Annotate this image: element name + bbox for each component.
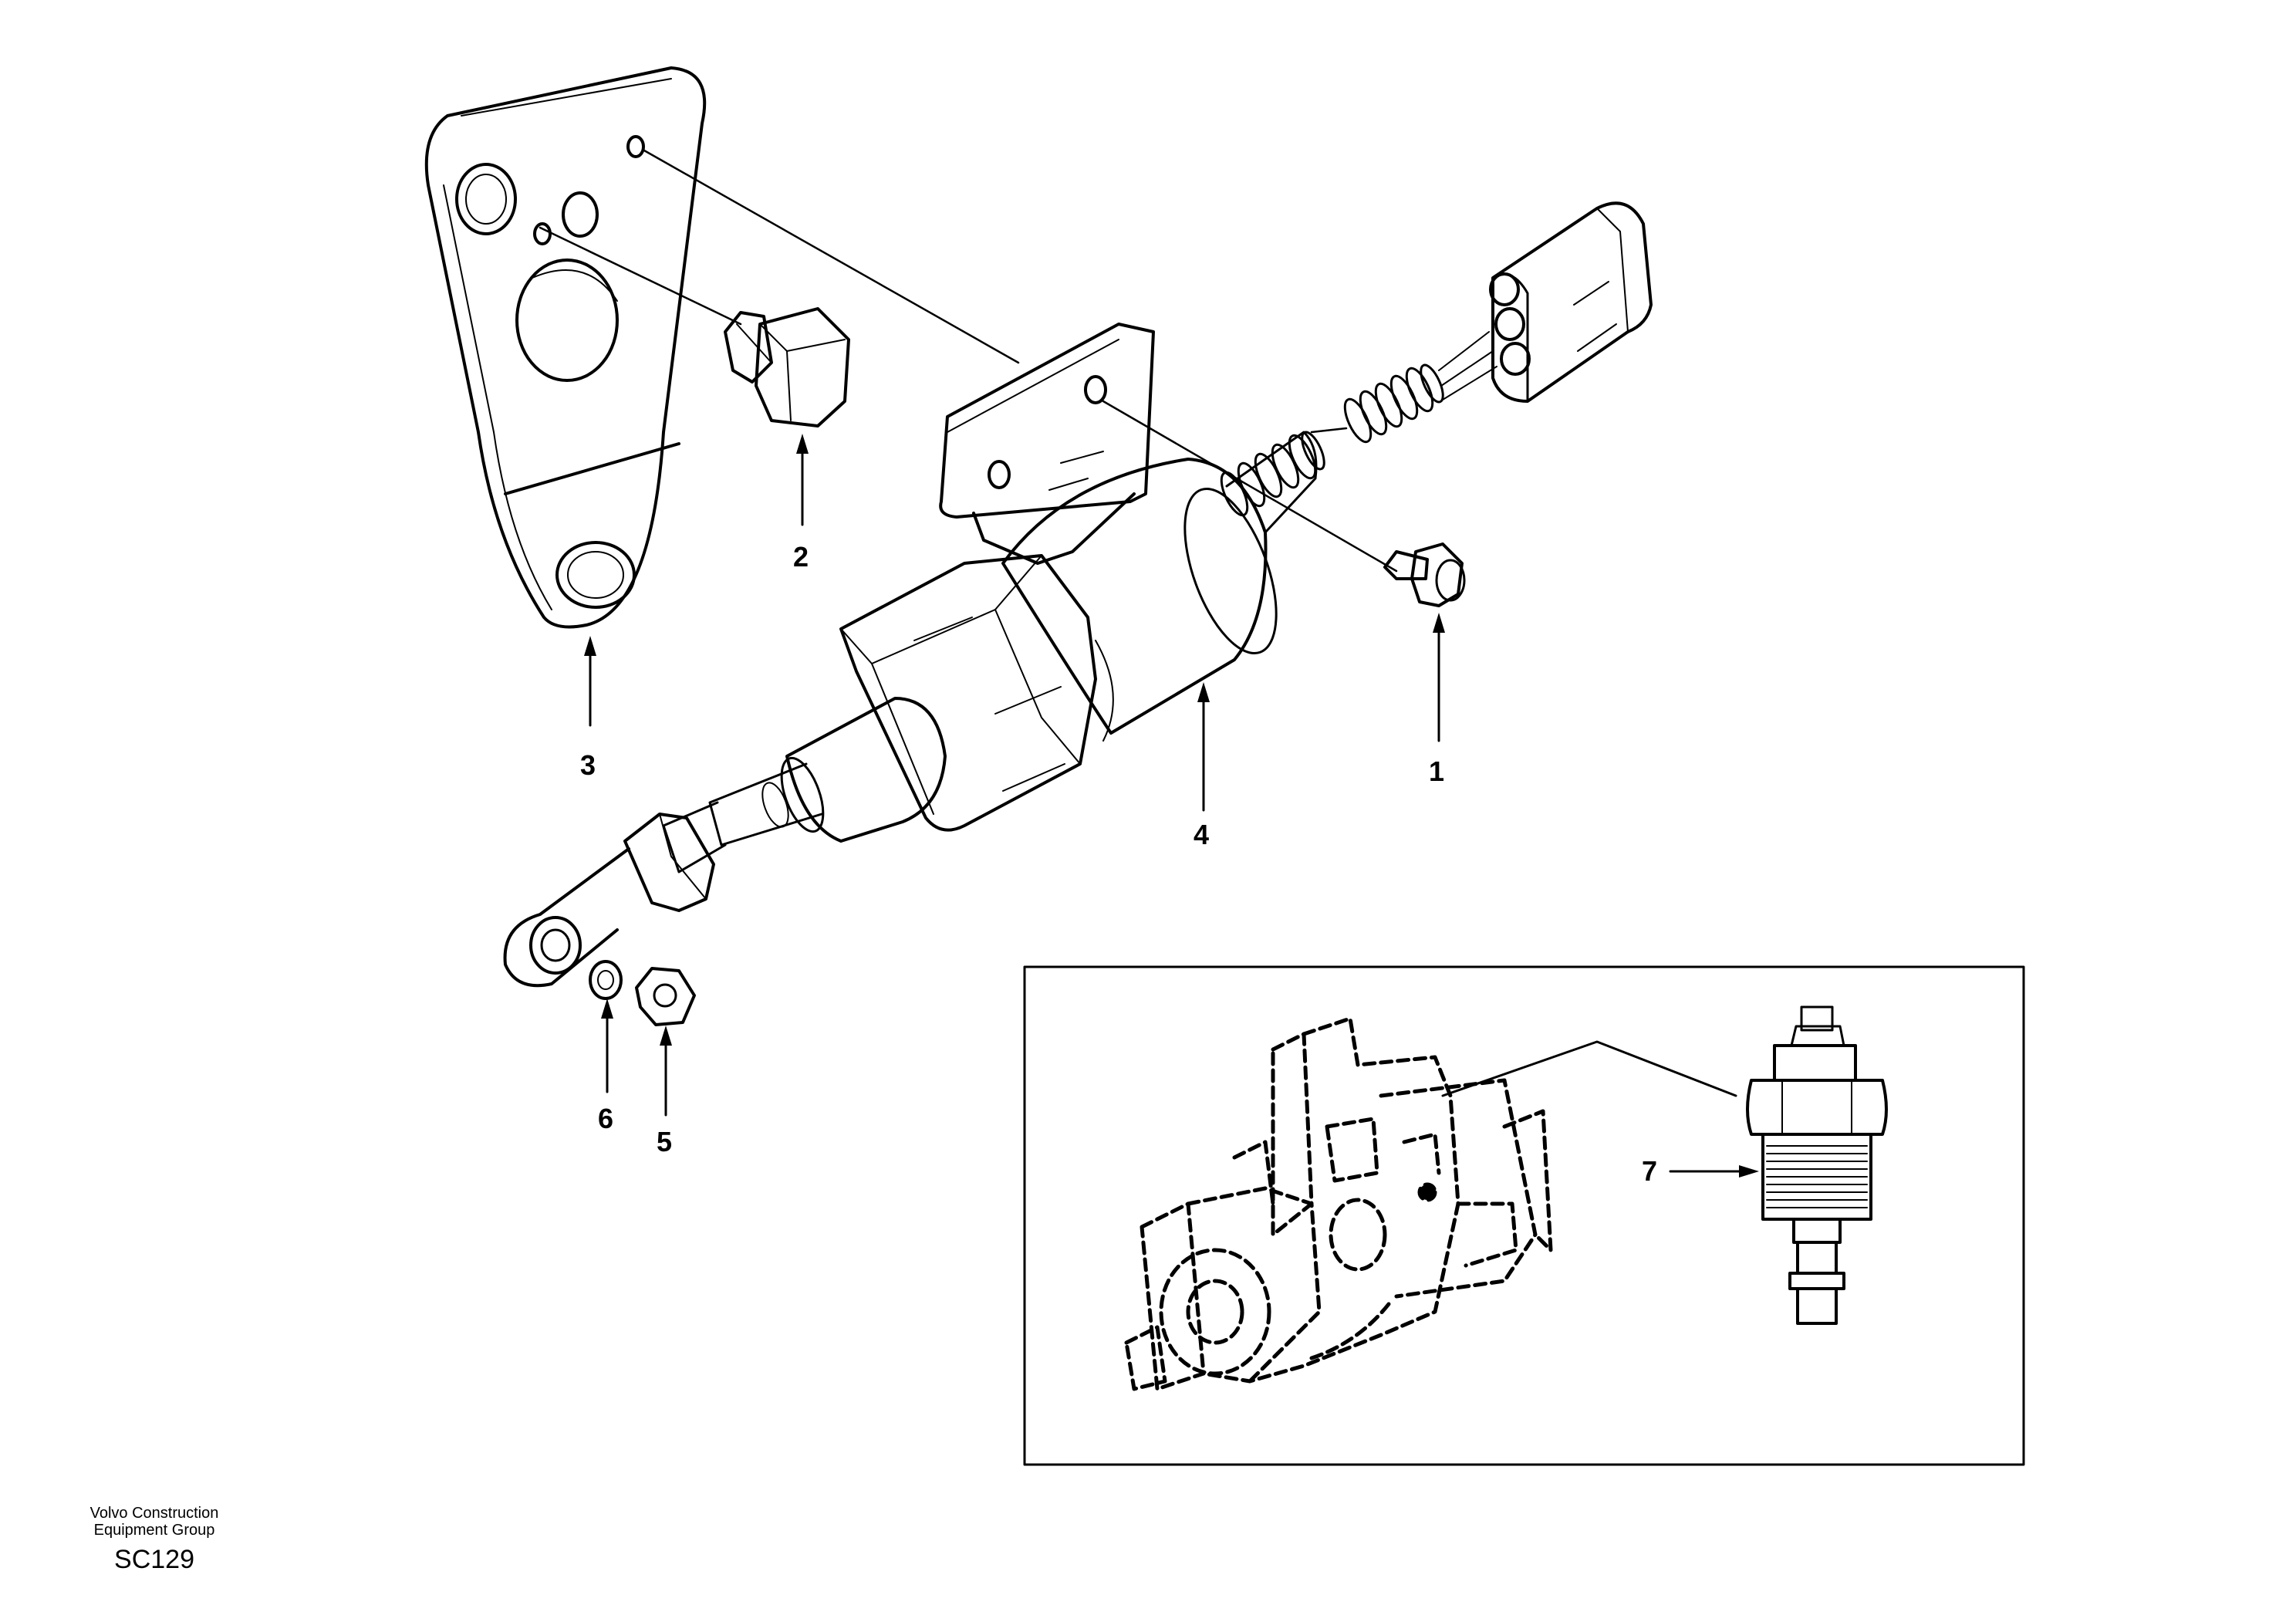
small-bolt <box>1383 542 1466 607</box>
solenoid-spring <box>1220 431 1325 517</box>
callout-2: 2 <box>793 541 809 573</box>
callout-1: 1 <box>1429 755 1445 787</box>
stop-solenoid <box>503 323 1325 988</box>
lock-nut <box>635 967 696 1026</box>
callout-5: 5 <box>657 1126 673 1157</box>
electrical-connector <box>1343 201 1653 444</box>
company-line-1: Volvo Construction <box>89 1505 219 1522</box>
callout-3: 3 <box>580 749 596 781</box>
assembly-guide-lines <box>539 149 1398 573</box>
callout-6: 6 <box>598 1103 614 1134</box>
bracket-plate <box>424 66 707 629</box>
inset-frame <box>1023 965 2025 1466</box>
callout-7: 7 <box>1642 1155 1658 1187</box>
leader-line-7 <box>1669 1165 1759 1178</box>
company-line-2: Equipment Group <box>93 1522 215 1539</box>
washer <box>589 960 623 1000</box>
company-name: Volvo Construction Equipment Group <box>31 1505 278 1539</box>
leader-lines <box>584 434 1445 1117</box>
callout-4: 4 <box>1194 819 1210 850</box>
hex-plug <box>724 307 850 427</box>
pressure-switch <box>1746 1005 1888 1325</box>
injection-pump-outline <box>1124 1016 1553 1391</box>
drawing-code: SC129 <box>114 1545 194 1574</box>
inset-pointer-line <box>1441 1040 1737 1097</box>
